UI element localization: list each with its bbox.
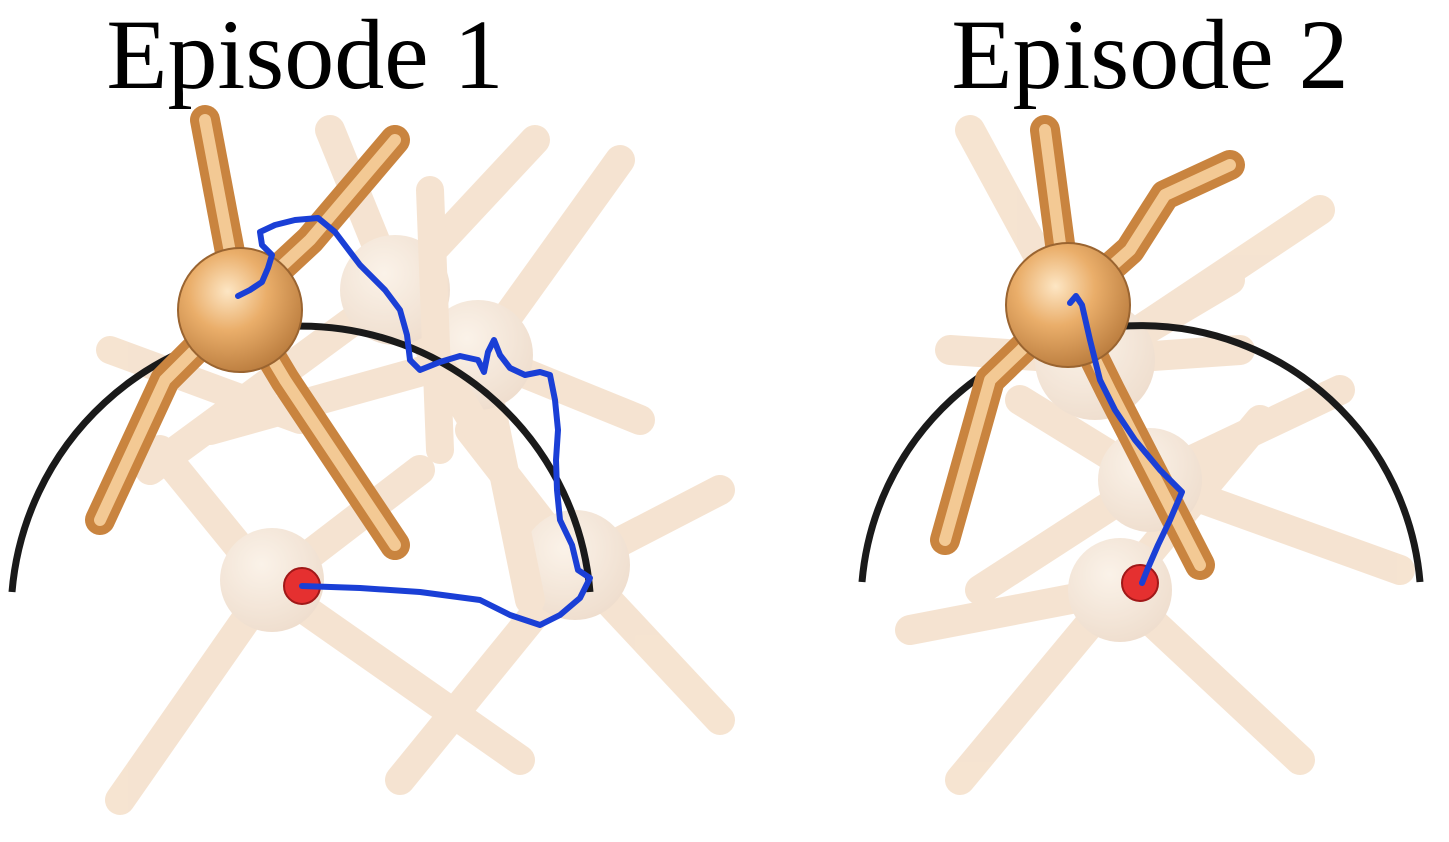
trajectory-path [235, 215, 593, 628]
trajectory-path-2 [1067, 293, 1185, 586]
episode-2-title: Episode 2 [951, 0, 1349, 110]
goal-arc [8, 322, 594, 593]
ghost-ant-poses [96, 115, 735, 815]
panel-episode-2 [858, 115, 1424, 795]
ghost-ant-poses-2 [895, 115, 1415, 795]
panel-episode-1 [8, 105, 735, 815]
ant-body-2 [930, 115, 1245, 580]
episode-1-title: Episode 1 [106, 0, 504, 110]
goal-arc-2 [858, 322, 1424, 583]
